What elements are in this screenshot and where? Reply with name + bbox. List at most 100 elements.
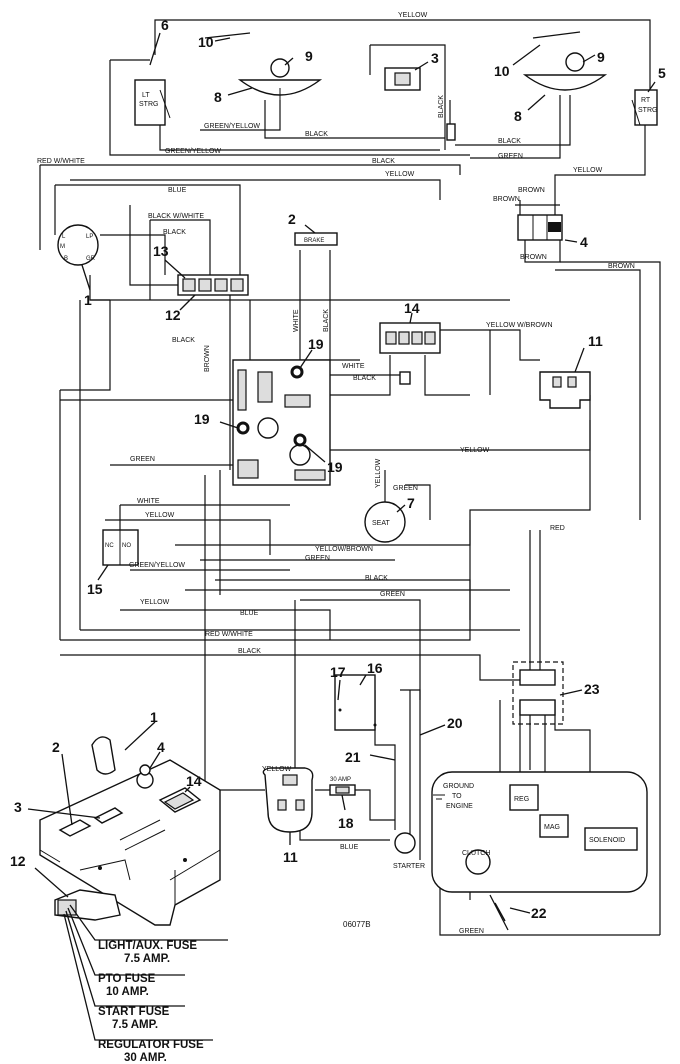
dash-panel-illustration <box>39 736 221 926</box>
wire-blue-2: BLUE <box>240 610 259 617</box>
right-light-lens <box>532 31 581 39</box>
wire-black-vert: BLACK <box>438 95 445 118</box>
callout-20-lead <box>419 724 446 736</box>
rt-strg-label-1: RT <box>641 97 651 104</box>
fuse-legend-pto-rating: 10 AMP. <box>106 986 149 998</box>
ign-lp: LP <box>86 234 93 240</box>
solenoid-label: SOLENOID <box>589 837 625 844</box>
wire-yellow-brown-2: YELLOW/BROWN <box>315 546 373 553</box>
ign-l: L <box>62 234 66 240</box>
drawing-code: 06077B <box>343 920 371 929</box>
callout-13: 13 <box>153 243 169 259</box>
fuse-block <box>177 274 249 296</box>
ign-m: M <box>60 244 65 250</box>
wire-green-3: GREEN <box>393 485 418 492</box>
callout-11-top: 11 <box>588 333 603 349</box>
nc-label: NC <box>105 543 114 549</box>
callout-5: 5 <box>658 65 666 81</box>
callout-17: 17 <box>330 664 346 680</box>
seat-label: SEAT <box>372 520 390 527</box>
diode-lead <box>489 894 509 931</box>
lt-strg-label-2: STRG <box>139 101 158 108</box>
no-label: NO <box>122 543 131 549</box>
callout-12-top: 12 <box>165 307 181 323</box>
wire-black-1: BLACK <box>305 131 328 138</box>
fuse-legend-pto-name: PTO FUSE <box>98 973 156 985</box>
lt-strg-switch: LT STRG <box>134 79 171 126</box>
wire-green-4: GREEN <box>305 555 330 562</box>
module-plug <box>399 371 411 385</box>
wire-black-vert2: BLACK <box>323 309 330 332</box>
lt-strg-label-1: LT <box>142 92 150 99</box>
wire-brown-2: BROWN <box>493 196 520 203</box>
callout-15: 15 <box>87 581 103 597</box>
callout-14-top: 14 <box>404 300 420 316</box>
callout-10-left: 10 <box>198 34 214 50</box>
rt-strg-switch: RT STRG <box>631 89 658 126</box>
callout-22: 22 <box>531 905 547 921</box>
callout-9-right: 9 <box>597 49 605 65</box>
brown-connector <box>517 214 563 241</box>
wire-brown-1: BROWN <box>518 187 545 194</box>
control-module <box>232 359 331 486</box>
clutch-label: CLUTCH <box>462 850 490 857</box>
callout-10-right: 10 <box>494 63 510 79</box>
callout-16: 16 <box>367 660 383 676</box>
pto-switch <box>379 322 441 354</box>
wire-black-5: BLACK <box>172 337 195 344</box>
wire-black-6: BLACK <box>353 375 376 382</box>
wire-black-white: BLACK W/WHITE <box>148 213 204 220</box>
ground-label-3: ENGINE <box>446 803 473 810</box>
wire-yellow-7: YELLOW <box>262 766 292 773</box>
right-headlight <box>522 52 608 91</box>
wire-white-1: WHITE <box>342 363 365 370</box>
ign-gr: GR <box>86 256 96 262</box>
diode-body <box>494 902 506 922</box>
connector-plug <box>446 123 456 141</box>
nc-no-switch: NC NO <box>102 529 139 566</box>
wire-red-white-2: RED W/WHITE <box>205 631 253 638</box>
wire-green-2: GREEN <box>130 456 155 463</box>
wire-green-yellow-2: GREEN/YELLOW <box>165 148 221 155</box>
reg-label: REG <box>514 796 529 803</box>
callout-2-dash: 2 <box>52 739 60 755</box>
fuse-legend: LIGHT/AUX. FUSE 7.5 AMP. PTO FUSE 10 AMP… <box>98 940 204 1064</box>
fuse-30-amp-label: 30 AMP <box>330 777 351 783</box>
wire-green-6: GREEN <box>459 928 484 935</box>
callout-14-dash: 14 <box>186 773 202 789</box>
callout-6: 6 <box>161 17 169 33</box>
wire-green-1: GREEN <box>498 153 523 160</box>
wire-black-8: BLACK <box>238 648 261 655</box>
callout-20: 20 <box>447 715 463 731</box>
wire-blue-3: BLUE <box>340 844 359 851</box>
fuse-legend-start-name: START FUSE <box>98 1006 170 1018</box>
starter-relay <box>334 674 377 731</box>
wire-yellow-6: YELLOW <box>140 599 170 606</box>
callout-18: 18 <box>338 815 354 831</box>
wire-black-3: BLACK <box>372 158 395 165</box>
ign-b: B <box>64 256 68 262</box>
wire-yellow-vert: YELLOW <box>375 458 382 488</box>
wire-brown-vert: BROWN <box>204 345 211 372</box>
upper-connector <box>539 371 591 409</box>
wire-red-white-1: RED W/WHITE <box>37 158 85 165</box>
wire-yellow-top: YELLOW <box>398 12 428 19</box>
brake-switch: BRAKE <box>294 232 338 246</box>
callout-4-top: 4 <box>580 234 588 250</box>
brake-label: BRAKE <box>304 238 324 244</box>
left-light-lens <box>204 32 251 39</box>
ignition-switch: L LP M B GR <box>57 224 99 266</box>
left-headlight <box>237 58 323 100</box>
callout-7: 7 <box>407 495 415 511</box>
fuse-legend-light-name: LIGHT/AUX. FUSE <box>98 940 197 952</box>
wire-yellow-5: YELLOW <box>145 512 175 519</box>
lower-connector <box>262 767 314 833</box>
callouts: 6 10 9 8 3 10 9 8 5 4 2 13 12 1 14 19 19… <box>10 17 666 921</box>
callout-4-dash: 4 <box>157 739 165 755</box>
ground-label-2: TO <box>452 793 462 800</box>
connector-23 <box>512 661 564 725</box>
starter-motor: STARTER <box>393 832 425 870</box>
callout-21: 21 <box>345 749 361 765</box>
callout-1-dash: 1 <box>150 709 158 725</box>
